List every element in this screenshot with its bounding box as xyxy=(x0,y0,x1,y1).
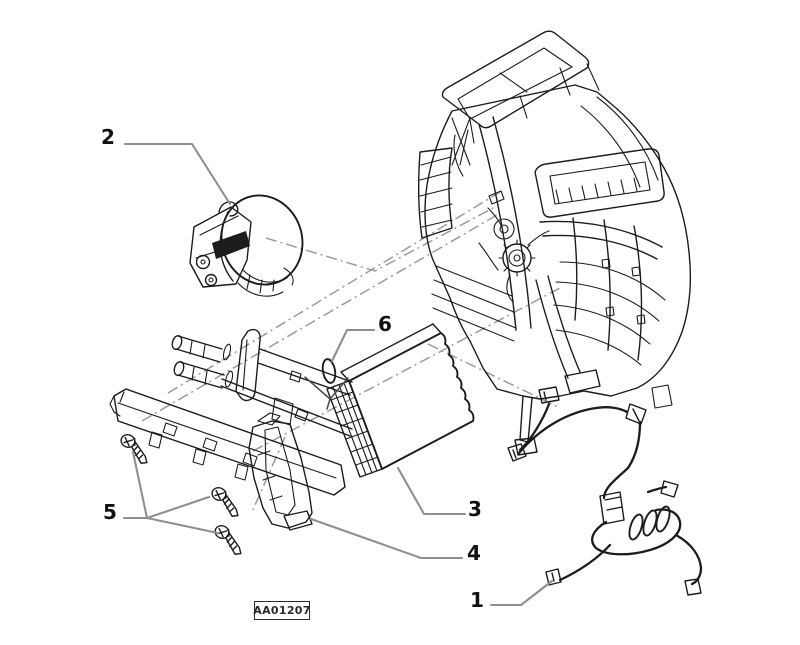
blower-motor-illustration xyxy=(189,194,304,297)
o-ring-illustration xyxy=(304,358,349,410)
callout-4: 4 xyxy=(467,541,481,565)
hvac-housing-illustration xyxy=(417,30,692,456)
callout-3: 3 xyxy=(468,497,482,521)
callout-6: 6 xyxy=(378,312,392,336)
heater-pipes-illustration xyxy=(171,328,353,437)
diagram-code-box: AA01207 xyxy=(253,601,311,620)
screw-illustrations xyxy=(114,431,249,557)
callout-leader-lines xyxy=(122,142,554,607)
callout-5: 5 xyxy=(103,500,117,524)
diagram-code-label: AA01207 xyxy=(253,604,311,617)
wiring-harness-illustration xyxy=(507,402,703,596)
mounting-rail-illustration xyxy=(109,388,346,496)
callout-2: 2 xyxy=(101,125,115,149)
callout-1: 1 xyxy=(470,588,484,612)
heater-core-illustration xyxy=(326,323,475,478)
pipe-bracket-illustration xyxy=(248,412,313,531)
assembly-axis-lines xyxy=(141,191,561,513)
